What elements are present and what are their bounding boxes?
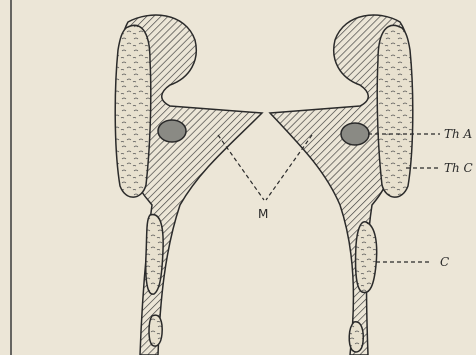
left-oval-th-a [158,120,186,142]
label-c: C [440,255,449,269]
right-gland-c [377,25,413,197]
label-th-a: Th A [444,127,473,141]
right-bottom-gland [349,322,363,352]
left-lower-gland [146,215,163,295]
right-oval-th-a [341,123,369,145]
label-m: M [258,207,268,221]
right-lower-gland-c [356,222,377,293]
left-gland-c [115,25,151,197]
label-th-c: Th C [444,161,473,175]
left-bottom-gland [149,315,162,346]
